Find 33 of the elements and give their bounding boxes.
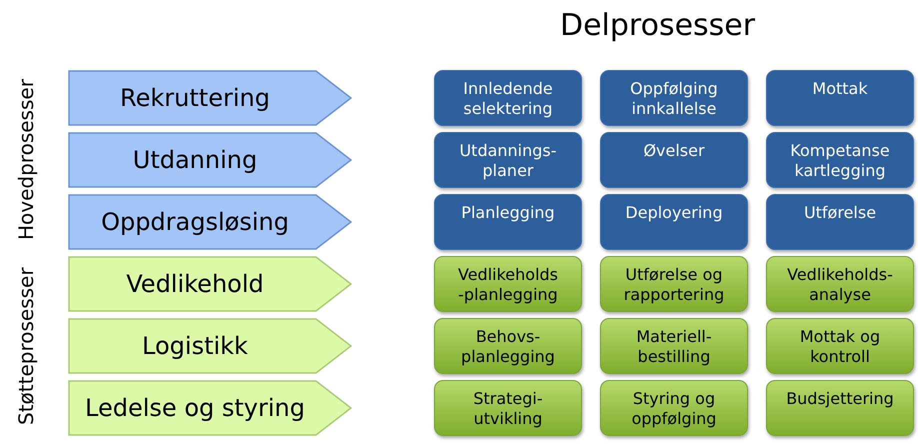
process-banner	[68, 256, 352, 312]
process-banner	[68, 380, 352, 436]
section-heading: Delprosesser	[560, 8, 756, 43]
subprocess-box: Behovs- planlegging	[434, 318, 582, 374]
subprocess-box: Styring og oppfølging	[600, 380, 748, 436]
process-banner	[68, 132, 352, 188]
subprocess-box: Mottak og kontroll	[766, 318, 914, 374]
subprocess-box: Innledende selektering	[434, 70, 582, 126]
process-label: Logistikk	[142, 332, 249, 360]
subprocess-box: Vedlikeholds- analyse	[766, 256, 914, 312]
subprocess-box: Utførelse	[766, 194, 914, 250]
process-banner	[68, 318, 352, 374]
subprocess-box: Deployering	[600, 194, 748, 250]
process-label: Utdanning	[132, 146, 258, 174]
subprocess-box: Oppfølging innkallelse	[600, 70, 748, 126]
process-label: Ledelse og styring	[85, 394, 306, 422]
subprocess-box: Utførelse og rapportering	[600, 256, 748, 312]
subprocess-box: Mottak	[766, 70, 914, 126]
subprocess-box: Materiell- bestilling	[600, 318, 748, 374]
process-banner	[68, 194, 352, 250]
subprocess-box: Planlegging	[434, 194, 582, 250]
subprocess-box: Vedlikeholds -planlegging	[434, 256, 582, 312]
subprocess-box: Kompetanse kartlegging	[766, 132, 914, 188]
subprocess-box: Budsjettering	[766, 380, 914, 436]
subprocess-box: Øvelser	[600, 132, 748, 188]
group-label: Hovedprosesser	[14, 78, 38, 242]
subprocess-box: Utdannings- planer	[434, 132, 582, 188]
process-banner	[68, 70, 352, 126]
subprocess-box: Strategi- utvikling	[434, 380, 582, 436]
group-label: Støtteprosesser	[14, 266, 38, 427]
process-label: Rekruttering	[120, 84, 271, 112]
process-label: Vedlikehold	[126, 270, 265, 298]
process-label: Oppdragsløsing	[101, 208, 290, 236]
